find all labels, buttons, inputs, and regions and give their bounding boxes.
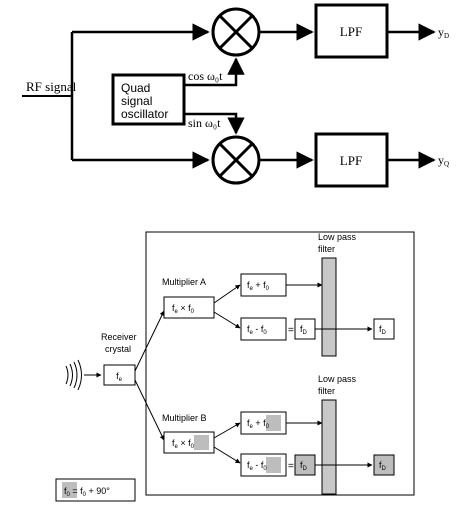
antenna-waves-icon: [65, 359, 82, 391]
fd-a-value: fD: [300, 324, 308, 336]
receiver-crystal-box: [103, 364, 136, 386]
multiplier-b-shaded-f0: [194, 435, 209, 450]
output-fd-a-value: fD: [379, 324, 387, 336]
oscillator-label-line1: Quad: [121, 81, 150, 95]
multiplier-b-value: fe × f0: [172, 438, 195, 450]
fd-b-box: [294, 454, 316, 476]
sin-label: sin ω₀t: [188, 116, 221, 130]
lpf-upper-title-2: filter: [318, 244, 335, 254]
diff-b-shaded-f0: [266, 457, 281, 473]
sum-a-value: fe + f0: [247, 280, 270, 292]
oscillator-label-line3: oscillator: [121, 107, 168, 121]
multiplier-b-title: Multiplier B: [162, 413, 207, 423]
legend-shaded-f0: [62, 482, 77, 498]
multiplier-a-title: Multiplier A: [162, 277, 206, 287]
upper-lpf-label: LPF: [340, 24, 362, 39]
multiplier-a-box: [163, 296, 215, 319]
output-fd-b-box: [373, 454, 395, 476]
lower-mixer: [211, 135, 261, 185]
diff-b-value: fe - f0: [247, 460, 267, 472]
upper-mixer: [211, 7, 261, 57]
multiplier-a-to-diff-line: [213, 311, 241, 329]
sum-b-shaded-f0: [266, 415, 281, 431]
rf-signal-label: RF signal: [26, 79, 77, 94]
sin-line: [184, 112, 245, 135]
lower-lpf-label: LPF: [340, 153, 362, 168]
crystal-to-multiplier-b-line: [134, 379, 165, 441]
lpf-lower-bar: [321, 399, 337, 495]
multiplier-a-value: fe × f0: [172, 303, 195, 315]
cos-line: [184, 57, 245, 87]
equals-b: =: [288, 461, 294, 472]
output-fd-b-value: fD: [379, 460, 387, 472]
cos-label: cos ω₀t: [188, 69, 223, 83]
lpf-lower-title-1: Low pass: [318, 374, 357, 384]
receiver-label-line2: crystal: [105, 344, 131, 354]
lpf-lower-title-2: filter: [318, 386, 335, 396]
fd-b-value: fD: [300, 460, 308, 472]
output-fd-a-box: [373, 318, 395, 340]
multiplier-b-to-diff-line: [213, 446, 241, 464]
multiplier-b-to-sum-line: [213, 422, 241, 439]
lpf-upper-bar: [321, 257, 337, 357]
sum-b-value: fe + f0: [247, 418, 270, 430]
quad-oscillator-box: [111, 73, 186, 126]
fd-a-box: [294, 318, 316, 340]
receiver-crystal-value: fe: [116, 371, 123, 383]
upper-lpf-box: [314, 3, 389, 59]
crystal-to-multiplier-a-line: [134, 310, 165, 372]
receiver-multiplier-diagram: Receiver crystal fe Multiplier A fe × f0…: [55, 231, 415, 502]
quadrature-demodulator-diagram: RF signal Quad signal oscillator cos ω₀t…: [22, 3, 449, 188]
receiver-label-line1: Receiver: [101, 332, 137, 342]
output-yd-label: yD: [438, 25, 449, 40]
output-yq-label: yQ: [438, 153, 449, 168]
lpf-upper-title-1: Low pass: [318, 232, 357, 242]
multiplier-a-to-sum-line: [213, 284, 241, 304]
oscillator-label-line2: signal: [121, 94, 152, 108]
diff-a-value: fe - f0: [247, 324, 267, 336]
equals-a: =: [288, 325, 294, 336]
diff-a-box: [240, 317, 287, 341]
legend-text: f0 = f0 + 90°: [64, 486, 110, 498]
